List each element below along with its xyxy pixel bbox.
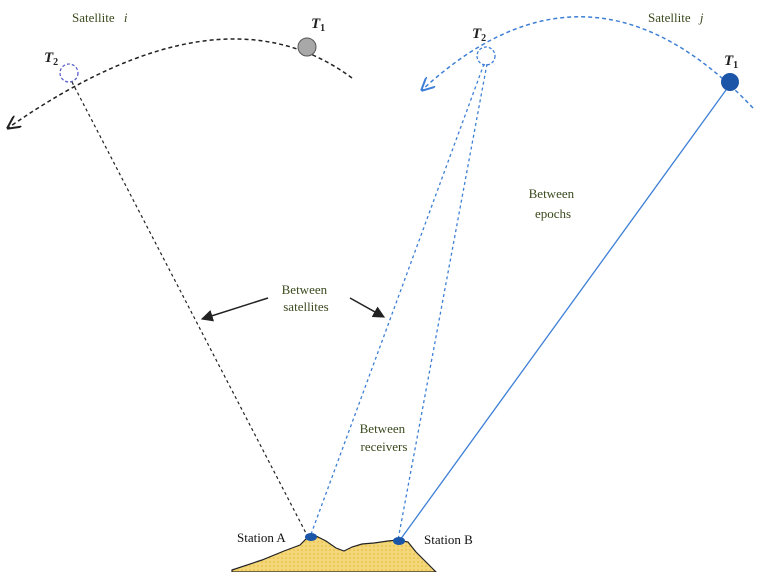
satellite-i-t1-label: T1 xyxy=(311,16,325,34)
between-satellites-arrow-left xyxy=(200,297,269,322)
line-sat-j-t2-to-station-b xyxy=(397,63,488,541)
satellite-i-t2-label: T2 xyxy=(44,50,58,68)
satellite-i-t2-marker xyxy=(59,63,79,83)
ground-terrain xyxy=(231,535,437,572)
station-a-marker xyxy=(305,533,317,541)
between-satellites-arrow-right xyxy=(349,297,386,318)
satellite-j-index: j xyxy=(698,10,704,25)
satellite-i-label: Satellite i xyxy=(72,10,128,25)
between-satellites-label: Between satellites xyxy=(282,282,331,314)
satellite-j-label: Satellite j xyxy=(648,10,704,25)
between-receivers-label: Between receivers xyxy=(360,421,409,454)
line-sat-i-t2-to-station-a xyxy=(71,81,309,538)
satellite-i-orbit xyxy=(8,38,353,128)
satellite-j-orbit xyxy=(422,16,754,109)
satellite-i-t1-marker xyxy=(297,37,317,57)
satellite-j-t2-marker xyxy=(476,46,496,66)
line-sat-j-t2-to-station-a xyxy=(309,63,485,538)
station-a-label: Station A xyxy=(237,530,286,545)
line-sat-j-t1-to-station-b xyxy=(399,89,727,541)
satellite-i-index: i xyxy=(124,10,128,25)
between-epochs-label: Between epochs xyxy=(529,186,578,221)
station-b-label: Station B xyxy=(424,532,473,547)
satellite-j-t2-label: T2 xyxy=(472,26,486,44)
satellite-j-t1-marker xyxy=(721,73,739,91)
satellite-j-t1-label: T1 xyxy=(724,53,738,71)
station-b-marker xyxy=(393,537,405,545)
